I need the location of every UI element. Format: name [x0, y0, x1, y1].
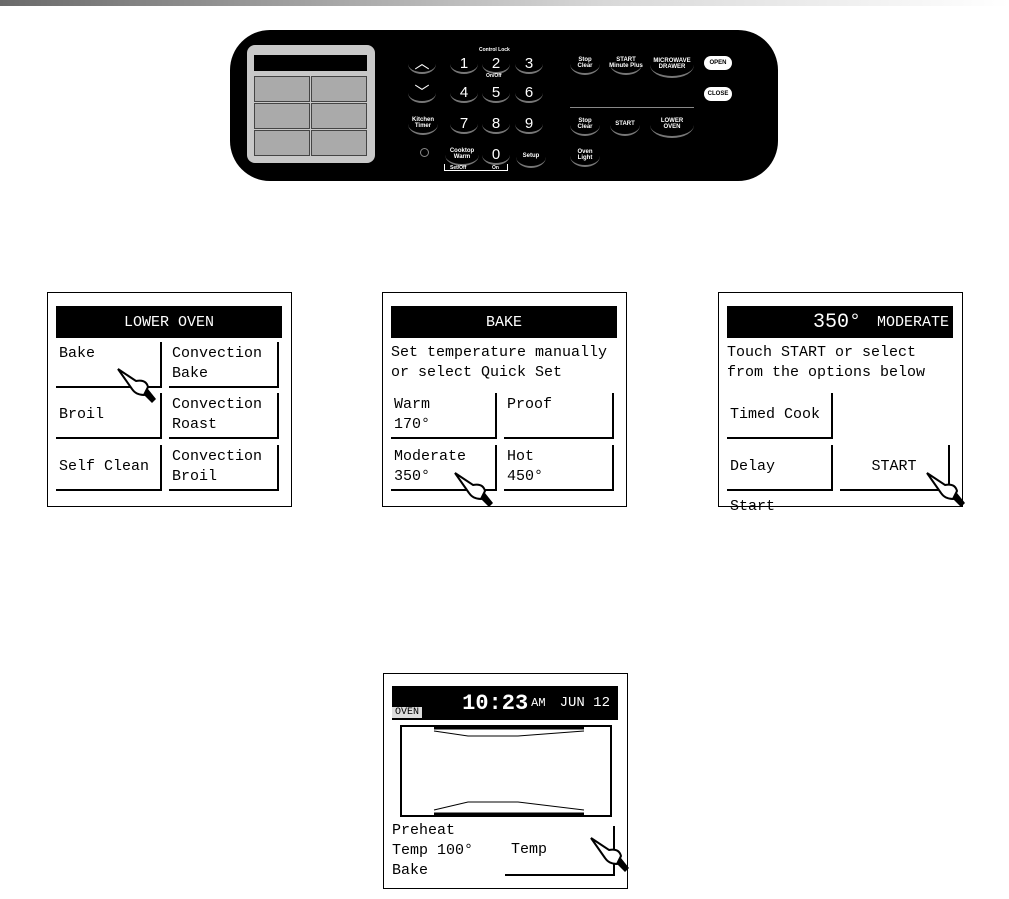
proof-button[interactable]: Proof [504, 393, 614, 439]
clock-time: 10:23 [462, 690, 529, 716]
temperature: 350° [812, 310, 861, 334]
start-button[interactable]: START [840, 445, 950, 491]
divider [570, 107, 694, 108]
cooktop-warm-button[interactable]: Cooktop Warm [445, 144, 479, 166]
moderate-screen: 350° MODERATE Touch START or select from… [718, 292, 965, 515]
key-7[interactable]: 7 [450, 114, 478, 134]
key-8[interactable]: 8 [482, 114, 510, 134]
set-off-label: Set/Off [450, 165, 467, 171]
pointing-hand-icon [926, 472, 965, 507]
display-cell [254, 76, 310, 102]
preheat-screen: 10:23 AM JUN 12 OVEN Preheat Temp 100° B… [383, 673, 629, 889]
oven-cavity-icon [400, 725, 612, 817]
stop-clear-upper-button[interactable]: Stop Clear [570, 53, 600, 75]
oven-tab: OVEN [392, 707, 423, 718]
key-2[interactable]: 2 [482, 54, 510, 74]
clock-ampm: AM [531, 696, 546, 710]
display-cell [311, 76, 367, 102]
indicator-light [420, 148, 429, 157]
on-off-label: On/Off [486, 73, 502, 79]
bake-screen: BAKE Set temperature manually or select … [382, 292, 627, 507]
self-clean-button[interactable]: Self Clean [56, 445, 162, 491]
mode-label: MODERATE [876, 313, 949, 331]
pointing-hand-icon [454, 472, 493, 507]
key-5[interactable]: 5 [482, 83, 510, 103]
key-0[interactable]: 0 [482, 145, 510, 165]
display-cell [311, 103, 367, 129]
lower-oven-screen: LOWER OVEN Bake Convection Bake Broil Co… [47, 292, 292, 507]
screen-title: BAKE [391, 306, 617, 338]
screen-title: LOWER OVEN [56, 306, 282, 338]
header-bar [0, 0, 1009, 6]
close-button[interactable]: CLOSE [704, 87, 732, 101]
delay-start-button[interactable]: Delay Start [727, 445, 833, 515]
broil-button[interactable]: Broil [56, 393, 162, 439]
key-3[interactable]: 3 [515, 54, 543, 74]
convection-roast-button[interactable]: Convection Roast [169, 393, 279, 439]
oven-light-button[interactable]: Oven Light [570, 145, 600, 167]
convection-bake-button[interactable]: Convection Bake [169, 342, 279, 388]
key-9[interactable]: 9 [515, 114, 543, 134]
stop-clear-lower-button[interactable]: Stop Clear [570, 114, 600, 136]
preheat-status: Preheat Temp 100° Bake [392, 822, 474, 879]
key-6[interactable]: 6 [515, 83, 543, 103]
open-button[interactable]: OPEN [704, 56, 732, 70]
key-1[interactable]: 1 [450, 54, 478, 74]
pointing-hand-icon [117, 368, 156, 403]
kitchen-timer-button[interactable]: Kitchen Timer [408, 113, 438, 135]
lower-oven-button[interactable]: LOWER OVEN [650, 112, 694, 138]
convection-broil-button[interactable]: Convection Broil [169, 445, 279, 491]
clock-date: JUN 12 [559, 695, 610, 711]
warm-button[interactable]: Warm 170° [391, 393, 497, 439]
microwave-drawer-button[interactable]: MICROWAVE DRAWER [650, 52, 694, 78]
display-cell [311, 130, 367, 156]
display-cell [254, 130, 310, 156]
control-panel: ︿ ﹀ 1 2 3 4 5 6 7 8 9 0 Control Lock On/… [230, 30, 778, 181]
timed-cook-button[interactable]: Timed Cook [727, 393, 833, 439]
moderate-button[interactable]: Moderate 350° [391, 445, 497, 491]
hot-button[interactable]: Hot 450° [504, 445, 614, 491]
up-arrow-button[interactable]: ︿ [408, 54, 436, 74]
start-minute-plus-button[interactable]: START Minute Plus [609, 53, 643, 75]
display-cell [254, 103, 310, 129]
control-lock-label: Control Lock [479, 47, 510, 53]
setup-button[interactable]: Setup [516, 146, 546, 168]
key-4[interactable]: 4 [450, 83, 478, 103]
instruction-text: Set temperature manually or select Quick… [391, 344, 608, 381]
pointing-hand-icon [590, 837, 629, 872]
start-lower-button[interactable]: START [610, 114, 640, 136]
on-label: On [492, 165, 499, 171]
down-arrow-button[interactable]: ﹀ [408, 83, 436, 103]
display-diagram [247, 45, 375, 163]
bake-button[interactable]: Bake [56, 342, 162, 388]
instruction-text: Touch START or select from the options b… [727, 344, 926, 381]
